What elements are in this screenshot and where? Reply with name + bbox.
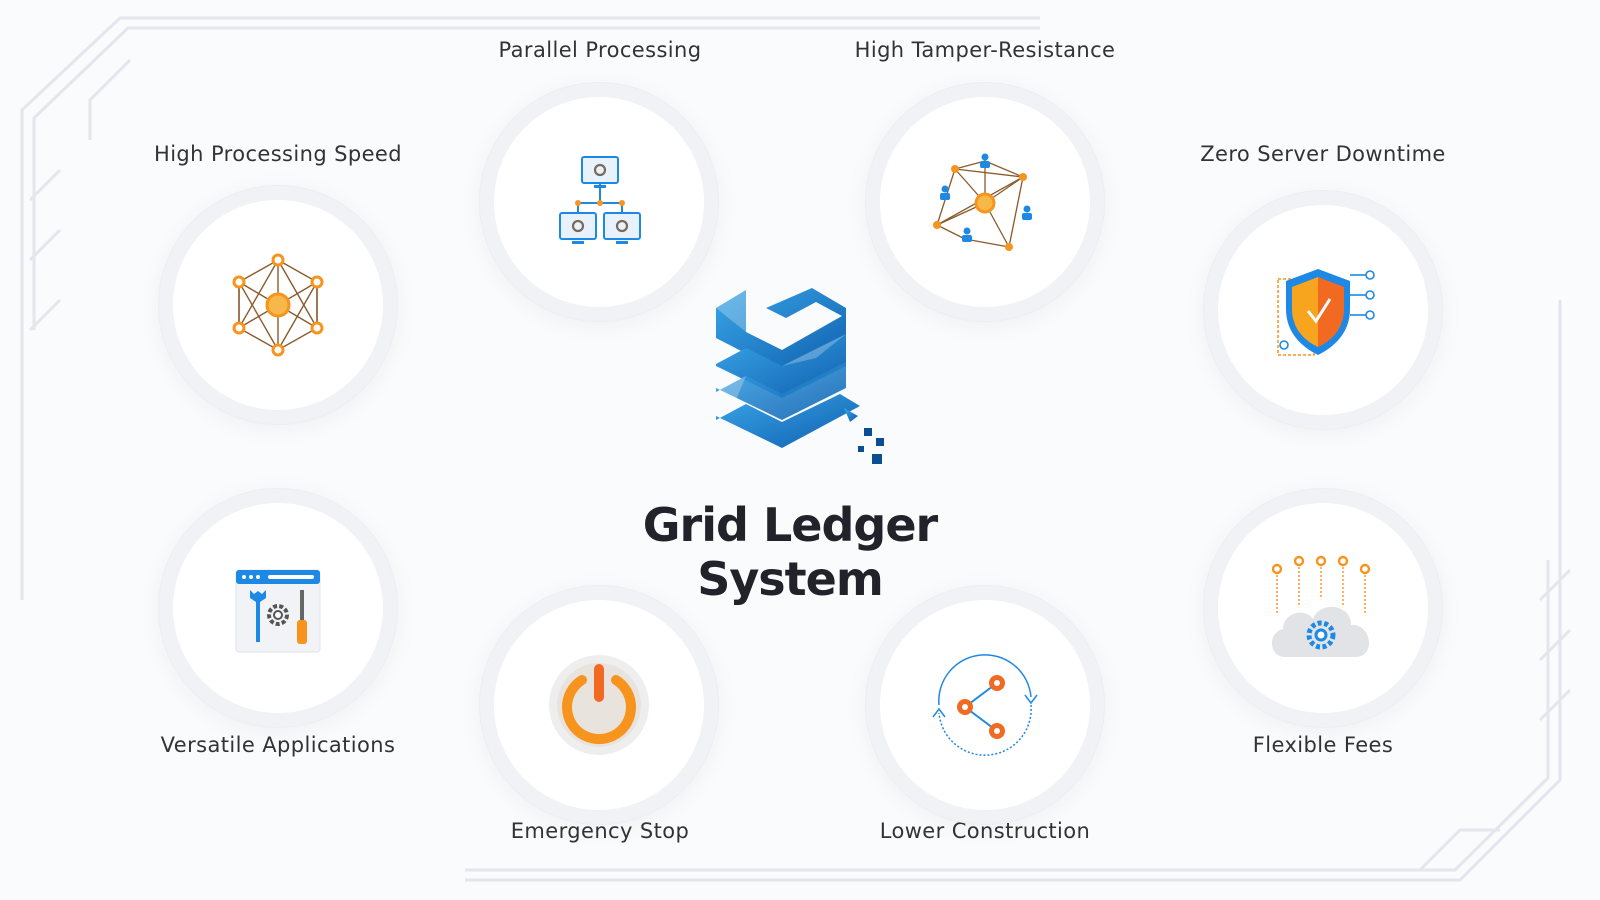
feature-label: Emergency Stop	[510, 819, 690, 843]
share-cycle-icon	[932, 654, 1038, 756]
feature-label: High Tamper-Resistance	[854, 38, 1116, 62]
brand-logo	[716, 288, 884, 464]
feature-circle	[173, 200, 383, 410]
feature-label: Zero Server Downtime	[1200, 142, 1446, 166]
shield-check-icon	[1277, 269, 1375, 356]
peer-network-icon	[933, 153, 1032, 251]
feature-circle	[1218, 503, 1428, 713]
tools-window-icon	[235, 569, 321, 653]
feature-label: High Processing Speed	[154, 142, 402, 166]
feature-circle	[494, 600, 704, 810]
feature-circle	[494, 97, 704, 307]
feature-label: Parallel Processing	[498, 38, 702, 62]
power-icon	[549, 655, 649, 755]
network-hexagon-icon	[232, 253, 324, 357]
computers-hierarchy-icon	[559, 156, 641, 244]
brand-title: Grid Ledger System	[642, 498, 938, 606]
cloud-gear-icon	[1271, 555, 1371, 657]
feature-label: Versatile Applications	[160, 733, 396, 757]
feature-label: Lower Construction	[879, 819, 1091, 843]
feature-circle	[880, 600, 1090, 810]
feature-circle	[880, 97, 1090, 307]
feature-circle	[1218, 205, 1428, 415]
feature-label: Flexible Fees	[1252, 733, 1394, 757]
feature-circle	[173, 503, 383, 713]
